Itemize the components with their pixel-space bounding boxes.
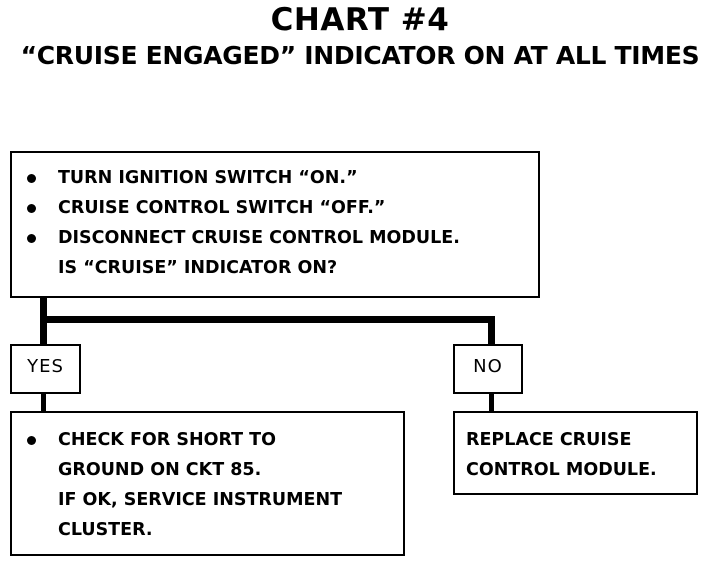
question-text: IS “CRUISE” INDICATOR ON? (58, 258, 338, 278)
no-label-box: NO (453, 344, 523, 394)
no-label: NO (473, 356, 503, 377)
start-steps-list: TURN IGNITION SWITCH “ON.” CRUISE CONTRO… (20, 163, 538, 283)
connector-no-to-action (489, 394, 494, 412)
chart-subtitle: “CRUISE ENGAGED” INDICATOR ON AT ALL TIM… (20, 41, 700, 70)
action-line: REPLACE CRUISE (466, 430, 632, 450)
yes-action-list: CHECK FOR SHORT TO GROUND ON CKT 85. IF … (20, 425, 403, 545)
yes-action-box: CHECK FOR SHORT TO GROUND ON CKT 85. IF … (10, 411, 405, 556)
yes-label-box: YES (10, 344, 81, 394)
action-line: CONTROL MODULE. (466, 460, 657, 480)
step-item: CRUISE CONTROL SWITCH “OFF.” (20, 193, 538, 223)
connector-branch-horizontal (40, 316, 495, 323)
start-question-box: TURN IGNITION SWITCH “ON.” CRUISE CONTRO… (10, 151, 540, 298)
step-item: TURN IGNITION SWITCH “ON.” (20, 163, 538, 193)
action-line: CLUSTER. (58, 520, 153, 540)
yes-label: YES (27, 356, 64, 377)
no-action-box: REPLACE CRUISE CONTROL MODULE. (453, 411, 698, 495)
connector-no-down (488, 316, 495, 344)
action-line: IF OK, SERVICE INSTRUMENT (58, 490, 343, 510)
step-item: DISCONNECT CRUISE CONTROL MODULE. (20, 223, 538, 253)
action-line: GROUND ON CKT 85. (58, 460, 262, 480)
connector-yes-to-action (41, 394, 46, 412)
chart-title: CHART #4 (270, 2, 450, 38)
action-line: CHECK FOR SHORT TO (20, 425, 403, 455)
